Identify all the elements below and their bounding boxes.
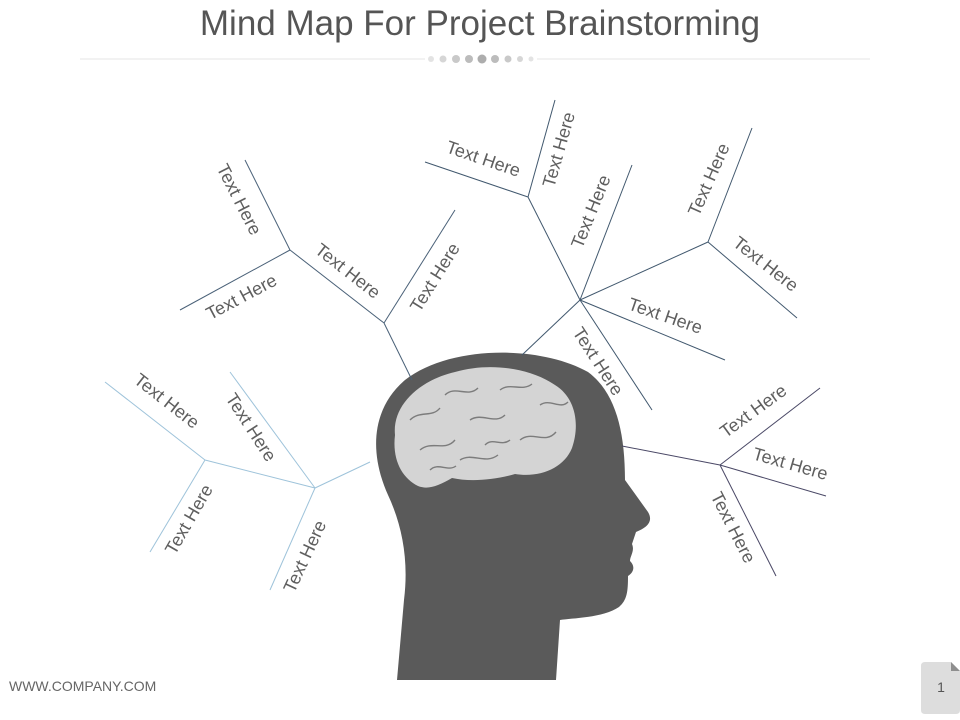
branch-top-center <box>424 99 798 411</box>
title-divider <box>80 54 870 64</box>
node-label: Text Here <box>130 369 203 432</box>
branch-left <box>104 371 371 591</box>
page-number-badge <box>921 662 960 714</box>
divider-dots <box>428 54 534 64</box>
branch-right <box>621 387 827 577</box>
brain-folds <box>409 383 569 471</box>
node-label: Text Here <box>567 172 614 251</box>
company-website: WWW.COMPANY.COM <box>9 678 157 694</box>
slide-title: Mind Map For Project Brainstorming <box>199 4 761 43</box>
branch-top-left <box>179 159 456 381</box>
node-label: Text Here <box>684 140 734 219</box>
node-label: Text Here <box>406 239 464 315</box>
node-label: Text Here <box>444 137 523 181</box>
node-label: Text Here <box>751 444 831 484</box>
page-number: 1 <box>937 679 945 695</box>
node-label: Text Here <box>213 161 266 239</box>
brain-image <box>394 367 576 488</box>
node-label: Text Here <box>280 517 331 595</box>
node-label: Text Here <box>626 294 705 338</box>
node-label: Text Here <box>729 232 802 295</box>
node-label: Text Here <box>311 239 384 302</box>
node-label: Text Here <box>203 270 280 324</box>
node-label: Text Here <box>716 380 790 441</box>
node-label: Text Here <box>539 110 579 190</box>
